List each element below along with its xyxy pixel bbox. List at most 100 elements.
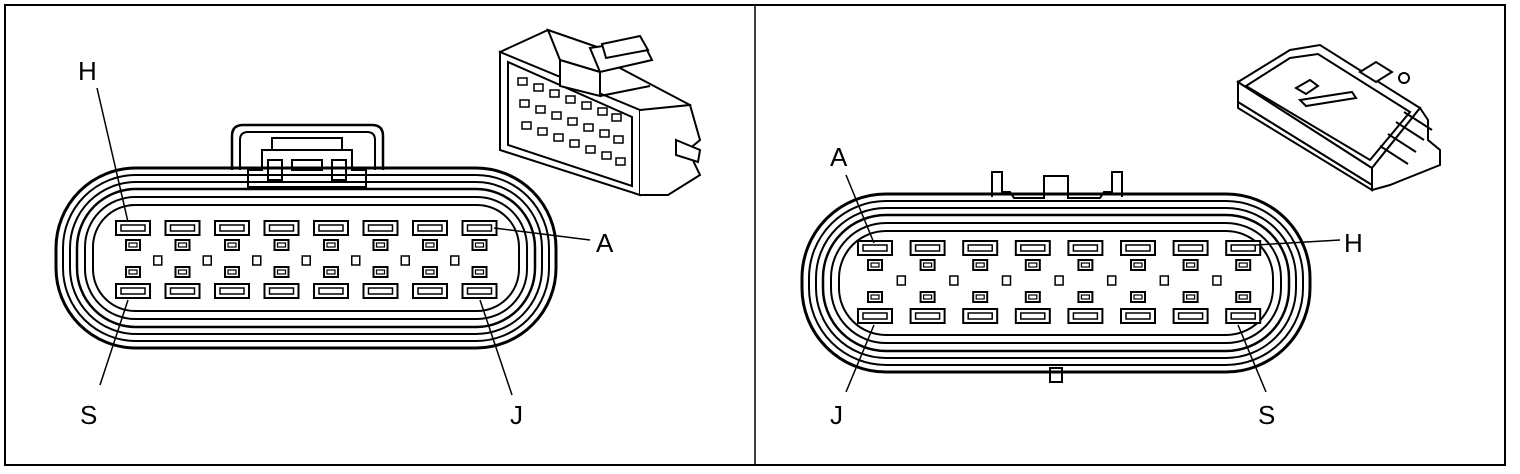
right-bottom-cavity-inner <box>1125 312 1151 320</box>
left-bottom-cavity-inner <box>120 287 146 295</box>
left-top-lock-inner <box>177 242 188 248</box>
left-key-slot <box>351 255 361 266</box>
right-bottom-lock-inner <box>1238 294 1248 300</box>
right-label-j: J <box>830 400 843 430</box>
left-key-slot <box>301 255 311 266</box>
left-key-slot <box>202 255 212 266</box>
right-bottom-cavity-inner <box>862 312 888 320</box>
left-label-s: S <box>80 400 97 430</box>
right-top-lock-inner <box>1028 262 1038 268</box>
left-housing-outline-3 <box>69 181 543 335</box>
left-bottom-cavity-inner <box>367 287 394 295</box>
left-top-cavity-inner <box>169 224 196 232</box>
left-top-cavity-inner <box>367 224 394 232</box>
left-bottom-lock-inner <box>425 269 435 275</box>
left-top-cavity-inner <box>318 224 344 232</box>
right-top-cavity-inner <box>1125 244 1151 252</box>
right-bottom-cavity-inner <box>1230 312 1256 320</box>
left-connector-face <box>54 123 558 350</box>
left-bottom-lock-inner <box>474 269 485 275</box>
left-housing-outline-4 <box>75 187 537 329</box>
left-top-lock-inner <box>326 242 336 248</box>
right-latch <box>991 171 1123 199</box>
left-housing-outline-5 <box>84 196 528 320</box>
left-bottom-lock-inner <box>326 269 336 275</box>
left-top-cavity-inner <box>417 224 443 232</box>
right-bottom-lock-inner <box>1133 294 1143 300</box>
left-leader-j <box>479 299 513 396</box>
right-label-s: S <box>1258 400 1275 430</box>
right-connector-face <box>800 171 1312 383</box>
right-bottom-tab <box>1049 367 1063 383</box>
right-key-slot <box>1001 275 1012 286</box>
left-top-lock-inner <box>425 242 435 248</box>
left-latch-tab <box>271 137 343 151</box>
right-label-a: A <box>830 142 848 172</box>
left-leader-a <box>493 227 591 241</box>
left-pin-grid <box>115 220 498 299</box>
right-top-lock-inner <box>870 262 880 268</box>
right-bottom-lock-inner <box>1185 294 1196 300</box>
right-key-slot <box>896 275 907 286</box>
right-bottom-lock-inner <box>870 294 880 300</box>
left-bottom-lock-inner <box>375 269 386 275</box>
left-leader-h <box>96 87 129 223</box>
left-top-lock-inner <box>128 242 138 248</box>
left-bottom-lock-inner <box>276 269 287 275</box>
left-bottom-cavity-inner <box>318 287 344 295</box>
right-housing-outline-1 <box>800 192 1312 374</box>
left-top-lock-inner <box>474 242 485 248</box>
left-top-cavity-inner <box>219 224 245 232</box>
right-bottom-lock-inner <box>1028 294 1038 300</box>
left-bottom-lock-inner <box>177 269 188 275</box>
left-top-cavity-inner <box>466 224 493 232</box>
right-top-lock-inner <box>1080 262 1091 268</box>
right-bottom-cavity-inner <box>1020 312 1046 320</box>
right-pin-grid <box>857 240 1262 324</box>
left-top-cavity-inner <box>120 224 146 232</box>
left-housing-outline-1 <box>54 166 558 350</box>
right-3d-connector-sketch <box>1236 43 1441 192</box>
right-bottom-cavity-inner <box>1072 312 1099 320</box>
right-bottom-lock-inner <box>1080 294 1091 300</box>
left-bottom-cavity-inner <box>417 287 443 295</box>
left-latch-outer <box>230 123 385 170</box>
right-label-h: H <box>1344 228 1363 258</box>
left-top-lock-inner <box>227 242 237 248</box>
right-key-slot <box>1054 275 1064 286</box>
left-leader-s <box>99 299 129 386</box>
right-key-slot <box>1159 275 1170 286</box>
right-top-cavity-inner <box>914 244 941 252</box>
right-top-cavity-inner <box>862 244 888 252</box>
right-top-lock-inner <box>1133 262 1143 268</box>
right-key-slot <box>949 275 959 286</box>
right-bottom-cavity-inner <box>914 312 941 320</box>
right-housing-outline-4 <box>821 213 1291 353</box>
right-top-cavity-inner <box>1020 244 1046 252</box>
left-bottom-cavity-inner <box>169 287 196 295</box>
left-key-slot <box>153 255 163 266</box>
left-label-a: A <box>596 228 614 258</box>
right-housing-outline-5 <box>830 222 1282 344</box>
right-leader-s <box>1237 324 1267 393</box>
left-key-slot <box>400 255 410 266</box>
left-label-j: J <box>510 400 523 430</box>
left-bottom-cavity-inner <box>268 287 295 295</box>
right-housing-outline-6 <box>838 230 1274 336</box>
right-housing-outline-3 <box>815 207 1297 359</box>
left-bottom-lock-inner <box>227 269 237 275</box>
left-leader-lines <box>96 87 591 396</box>
right-top-lock-inner <box>1238 262 1248 268</box>
left-bottom-cavity-inner <box>466 287 493 295</box>
left-bottom-lock-inner <box>128 269 138 275</box>
right-bottom-lock-inner <box>975 294 985 300</box>
left-key-slot <box>450 255 460 266</box>
left-label-h: H <box>78 56 97 86</box>
right-top-cavity-inner <box>1230 244 1256 252</box>
left-3d-connector-sketch <box>498 28 702 197</box>
left-top-cavity-inner <box>268 224 295 232</box>
left-key-slot <box>252 255 262 266</box>
right-top-cavity-inner <box>967 244 993 252</box>
left-top-lock-inner <box>375 242 386 248</box>
